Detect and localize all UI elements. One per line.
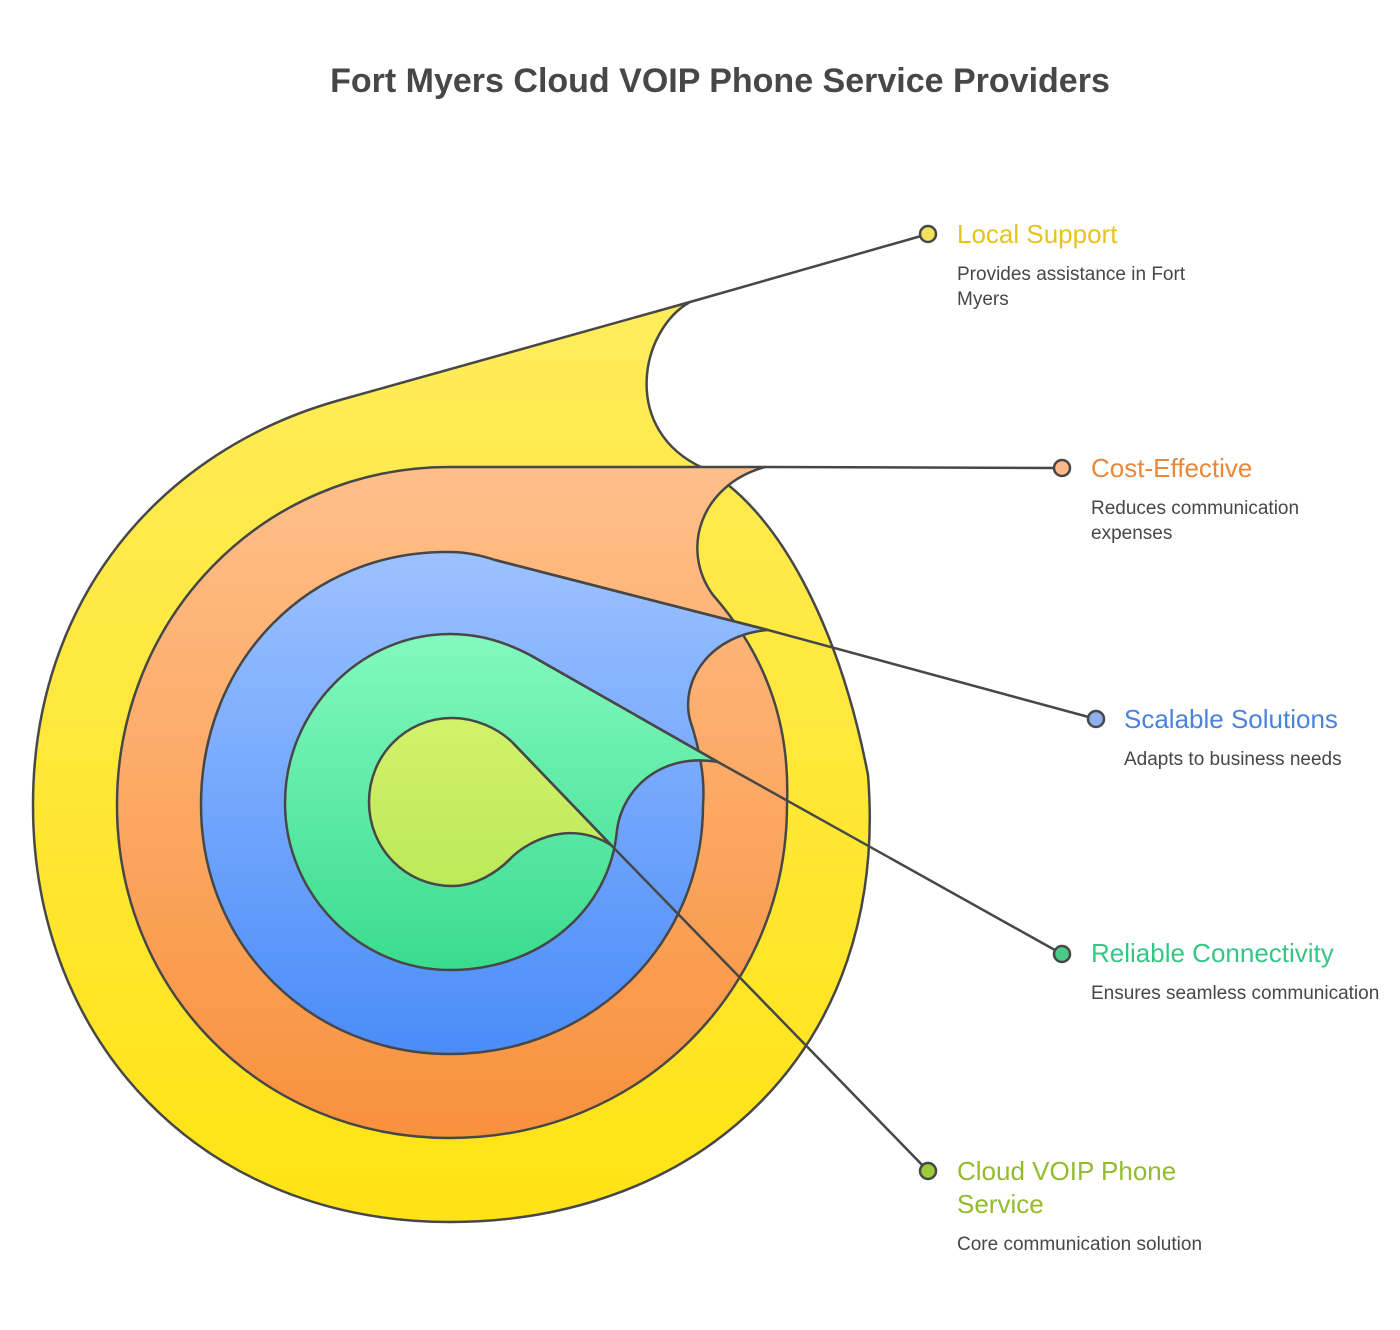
dot-cost-effective — [1052, 458, 1072, 478]
layer-name: Scalable Solutions — [1124, 704, 1338, 734]
diagram-title: Fort Myers Cloud VOIP Phone Service Prov… — [330, 62, 1110, 100]
label-local-support: Local Support Provides assistance in For… — [957, 218, 1237, 312]
label-scalable-solutions: Scalable Solutions Adapts to business ne… — [1124, 703, 1394, 772]
layer-name: Cloud VOIP Phone Service — [957, 1156, 1177, 1219]
layer-description: Ensures seamless communication — [1091, 983, 1380, 1004]
label-reliable-connectivity: Reliable Connectivity Ensures seamless c… — [1091, 937, 1381, 1006]
dot-reliable-connectivity — [1052, 944, 1072, 964]
connector-cloud-voip — [512, 742, 929, 1172]
connector-scalable-solutions — [494, 558, 1097, 721]
dot-local-support — [918, 224, 938, 244]
connector-local-support — [689, 232, 929, 304]
layer-name: Local Support — [957, 219, 1118, 249]
dot-scalable-solutions — [1086, 709, 1106, 729]
label-cost-effective: Cost-Effective Reduces communication exp… — [1091, 452, 1381, 546]
layer-name: Reliable Connectivity — [1091, 938, 1334, 968]
dot-cloud-voip — [918, 1161, 938, 1181]
layer-description: Provides assistance in Fort Myers — [957, 264, 1186, 310]
layer-name: Cost-Effective — [1091, 453, 1253, 483]
connector-cost-effective — [764, 465, 1063, 470]
layer-description: Adapts to business needs — [1124, 749, 1342, 770]
label-cloud-voip: Cloud VOIP Phone Service Core communicat… — [957, 1155, 1257, 1257]
layer-description: Reduces communication expenses — [1091, 498, 1300, 544]
layer-description: Core communication solution — [957, 1234, 1203, 1255]
connector-reliable-connectivity — [529, 653, 1063, 956]
